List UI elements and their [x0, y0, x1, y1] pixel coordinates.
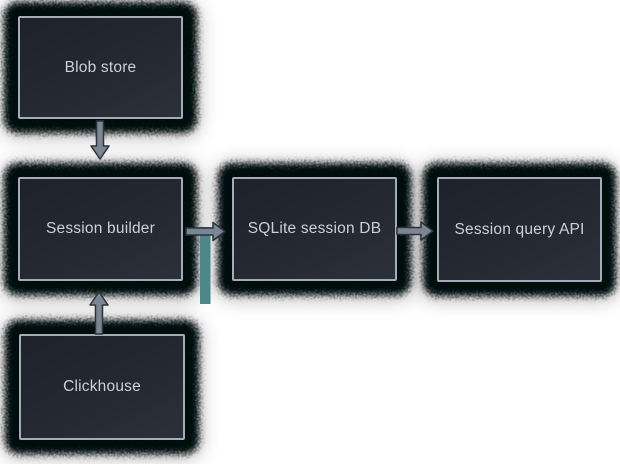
node-clickhouse: Clickhouse [19, 334, 185, 440]
node-sqlite-session-db-label: SQLite session DB [247, 220, 382, 237]
arrow-clickhouse-to-session-builder [89, 291, 109, 335]
node-clickhouse-label: Clickhouse [63, 378, 141, 395]
arrow-session-builder-to-sqlite [185, 221, 226, 242]
arrow-sqlite-to-session-query-api [396, 221, 434, 241]
arrow-blob-store-to-session-builder [90, 120, 110, 160]
node-sqlite-session-db: SQLite session DB [232, 177, 397, 281]
teal-accent-bar [200, 227, 211, 304]
node-session-query-api: Session query API [437, 177, 602, 282]
node-session-builder-label: Session builder [46, 220, 155, 237]
node-blob-store-label: Blob store [64, 58, 137, 76]
node-session-builder: Session builder [18, 177, 183, 281]
node-session-query-api-label: Session query API [454, 220, 585, 238]
node-blob-store: Blob store [18, 16, 183, 119]
